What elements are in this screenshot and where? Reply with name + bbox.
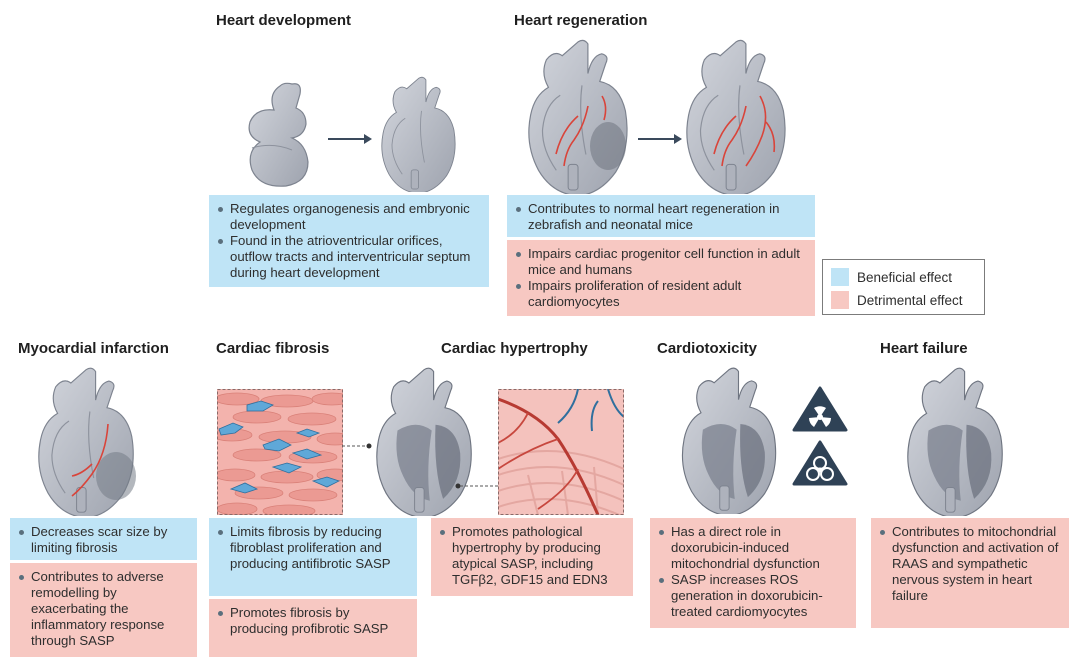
cardiotoxic-heart-illustration [681, 367, 777, 514]
fibrotic-tissue-inset [217, 389, 343, 515]
list-item: Impairs proliferation of resident adult … [515, 278, 807, 310]
title-cardiac-fibrosis: Cardiac fibrosis [216, 340, 330, 357]
list-item: Found in the atrioventricular orifices, … [217, 233, 481, 281]
list-item: Regulates organogenesis and embryonic de… [217, 201, 481, 233]
hypertrophic-tissue-inset [498, 389, 624, 515]
legend: Beneficial effect Detrimental effect [822, 259, 985, 315]
infarcted-heart-illustration [38, 367, 136, 516]
title-myocardial-infarction: Myocardial infarction [18, 340, 169, 357]
biohazard-warning-icon [792, 440, 848, 486]
title-cardiotoxicity: Cardiotoxicity [657, 340, 758, 357]
list-item: Limits fibrosis by reducing fibroblast p… [217, 524, 409, 572]
injured-heart-illustration [528, 39, 628, 194]
cardiotoxicity-detrimental-box: Has a direct role in doxorubicin-induced… [650, 518, 856, 628]
legend-label-beneficial: Beneficial effect [857, 269, 953, 285]
list-item: SASP increases ROS generation in doxorub… [658, 572, 848, 620]
development-arrow [328, 134, 372, 144]
fibrosis-beneficial-box: Limits fibrosis by reducing fibroblast p… [209, 518, 417, 596]
legend-label-detrimental: Detrimental effect [857, 292, 963, 308]
regeneration-detrimental-box: Impairs cardiac progenitor cell function… [507, 240, 815, 316]
radiation-warning-icon [792, 386, 848, 432]
regenerated-heart-illustration [686, 39, 786, 194]
hypertrophy-detrimental-box: Promotes pathological hypertrophy by pro… [431, 518, 633, 596]
title-heart-development: Heart development [216, 12, 352, 29]
failing-heart-illustration [907, 367, 1003, 516]
list-item: Contributes to adverse remodelling by ex… [18, 569, 189, 649]
infarction-beneficial-box: Decreases scar size by limiting fibrosis [10, 518, 197, 560]
title-heart-regeneration: Heart regeneration [514, 12, 648, 29]
failure-detrimental-box: Contributes to mitochondrial dysfunction… [871, 518, 1069, 628]
fibrosis-connector-line [342, 443, 372, 449]
list-item: Promotes pathological hypertrophy by pro… [439, 524, 625, 588]
list-item: Decreases scar size by limiting fibrosis [18, 524, 189, 556]
regeneration-beneficial-box: Contributes to normal heart regeneration… [507, 195, 815, 237]
formed-heart-illustration [381, 76, 456, 192]
hypertrophy-connector-line [455, 483, 500, 489]
legend-swatch-beneficial [831, 268, 849, 286]
title-cardiac-hypertrophy: Cardiac hypertrophy [441, 340, 588, 357]
list-item: Has a direct role in doxorubicin-induced… [658, 524, 848, 572]
fibrosis-detrimental-box: Promotes fibrosis by producing profibrot… [209, 599, 417, 657]
regeneration-arrow [638, 134, 682, 144]
infarction-detrimental-box: Contributes to adverse remodelling by ex… [10, 563, 197, 657]
list-item: Promotes fibrosis by producing profibrot… [217, 605, 409, 637]
legend-swatch-detrimental [831, 291, 849, 309]
embryonic-heart-illustration [248, 82, 309, 187]
hypertrophic-heart-illustration [376, 367, 472, 516]
list-item: Contributes to normal heart regeneration… [515, 201, 807, 233]
development-beneficial-box: Regulates organogenesis and embryonic de… [209, 195, 489, 287]
list-item: Impairs cardiac progenitor cell function… [515, 246, 807, 278]
title-heart-failure: Heart failure [880, 340, 968, 357]
list-item: Contributes to mitochondrial dysfunction… [879, 524, 1061, 604]
